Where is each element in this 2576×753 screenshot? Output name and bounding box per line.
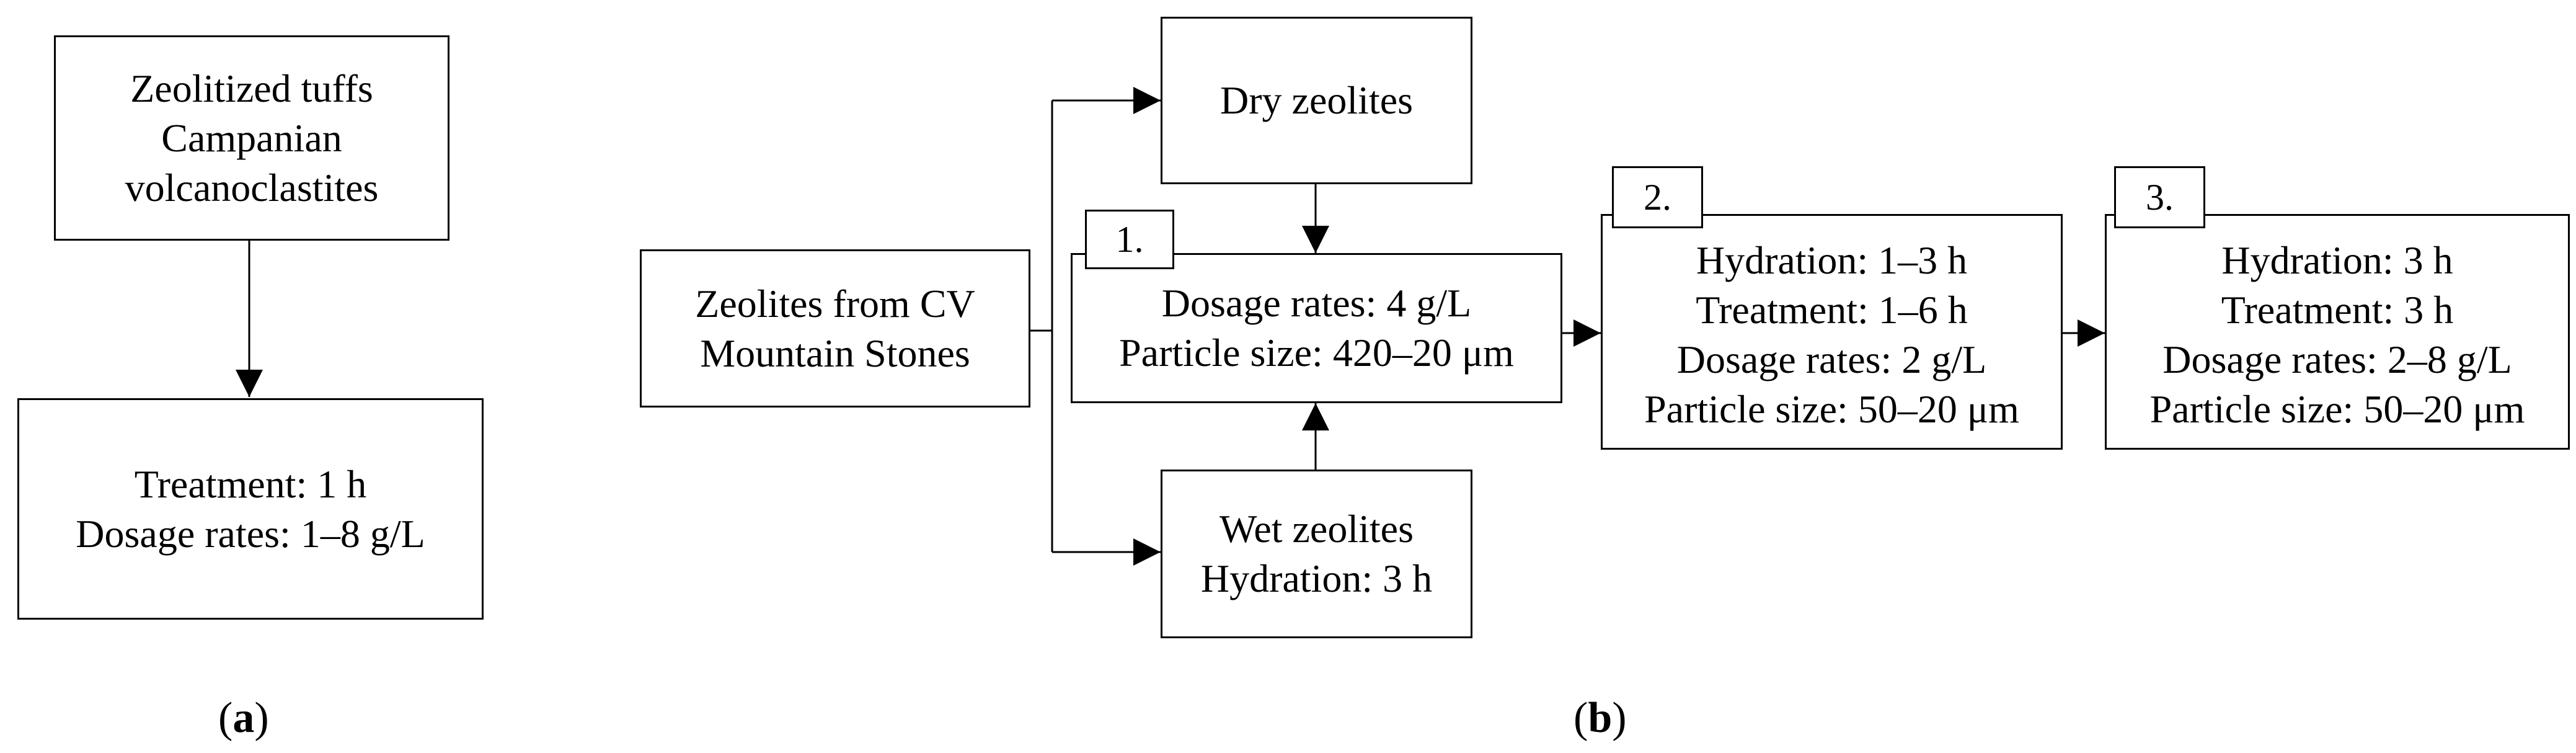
node-treatment-a: Treatment: 1 h Dosage rates: 1–8 g/L [17,398,484,620]
node-zeolitized-tuffs: Zeolitized tuffs Campanian volcanoclasti… [54,35,449,241]
node-wet-zeolites: Wet zeolites Hydration: 3 h [1161,470,1472,638]
caption-a: (a) [218,694,269,742]
caption-b: (b) [1573,694,1627,742]
node-dry-zeolites: Dry zeolites [1161,17,1472,184]
step1-tag: 1. [1085,210,1174,269]
node-step3: Hydration: 3 h Treatment: 3 h Dosage rat… [2105,214,2570,450]
step2-tag: 2. [1612,166,1703,228]
step3-tag: 3. [2114,166,2205,228]
node-step1: Dosage rates: 4 g/L Particle size: 420–2… [1071,253,1562,403]
node-zeolites-from-cv: Zeolites from CV Mountain Stones [640,249,1030,408]
node-step2: Hydration: 1–3 h Treatment: 1–6 h Dosage… [1601,214,2063,450]
